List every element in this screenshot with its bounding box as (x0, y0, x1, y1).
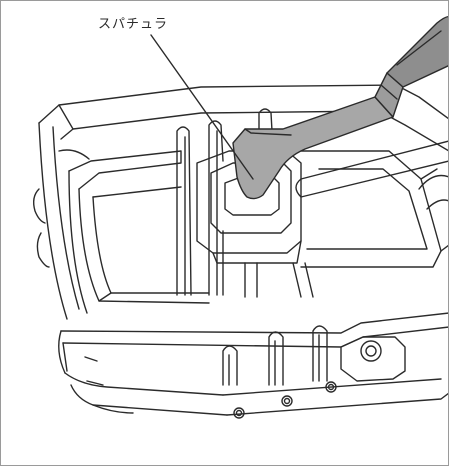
right-bar (295, 140, 448, 210)
housing-cavity (68, 150, 448, 314)
housing-outer (32, 84, 448, 320)
callout-leader-line (150, 34, 254, 180)
spatula-callout-label: スパチュラ (98, 17, 169, 32)
mounting-holes (233, 381, 337, 419)
screw-boss (340, 336, 406, 382)
housing-base (58, 312, 448, 416)
upper-tabs (176, 108, 274, 296)
lower-tabs (222, 325, 328, 386)
spatula-icon (232, 15, 448, 200)
